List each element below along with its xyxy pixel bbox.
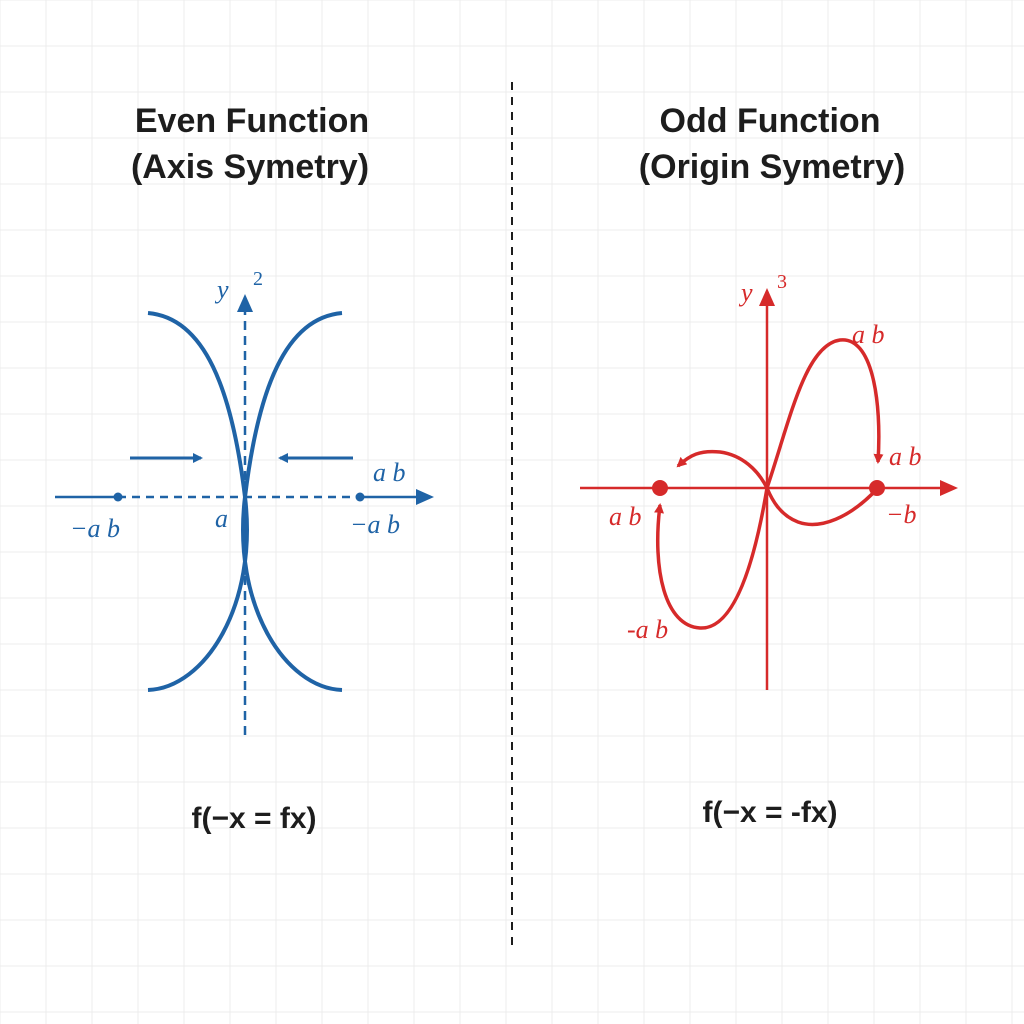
odd-label-right-top: a b [889,442,922,471]
even-label-origin: a [215,504,228,533]
even-y-axis-arrowhead [237,294,253,312]
odd-y-axis-arrowhead [759,288,775,306]
odd-y-label: y [738,278,753,307]
even-title-line1: Even Function [135,102,369,140]
odd-title-line1: Odd Function [660,102,881,140]
odd-curve-upper-loop [765,338,884,489]
odd-curve-right-return [765,486,880,527]
odd-label-top: a b [852,320,885,349]
even-label-left: −a b [70,514,120,543]
even-x-axis-arrowhead [416,489,434,505]
odd-title-line2: (Origin Symetry) [639,148,905,186]
even-formula: f(−x = fx) [191,802,316,835]
even-curve-left [147,311,249,692]
even-label-right-top: a b [373,458,406,487]
odd-function-panel: Odd Function (Origin Symetry) y 3 a b a … [580,102,958,829]
odd-y-exponent: 3 [777,271,787,293]
odd-right-point [869,480,885,496]
even-label-right-bottom: −a b [350,510,400,539]
even-function-panel: Even Function (Axis Symetry) y 2 a b −a … [55,102,434,835]
even-left-point [113,492,123,502]
odd-formula: f(−x = -fx) [702,796,837,829]
even-curve-right [241,311,343,692]
even-y-label: y [214,275,229,304]
odd-label-bottom-left: -a b [627,615,668,644]
odd-x-axis-arrowhead [940,480,958,496]
odd-label-left: a b [609,502,642,531]
odd-curve-left-hump [676,449,769,489]
even-title-line2: (Axis Symetry) [131,148,369,186]
even-y-exponent: 2 [253,268,263,290]
odd-label-right-bottom: −b [886,500,917,529]
odd-curve-lower-loop [654,487,769,630]
odd-left-point [652,480,668,496]
even-right-point [355,492,365,502]
